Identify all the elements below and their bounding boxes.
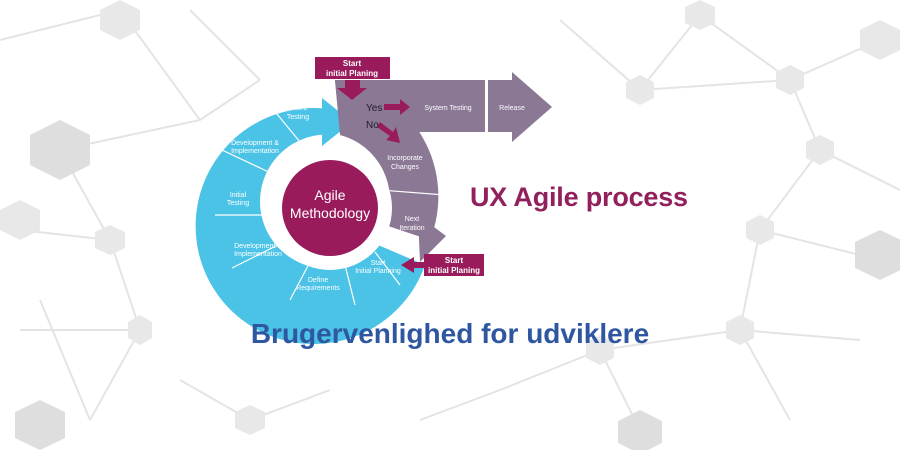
center-circle: [282, 160, 378, 256]
label-dev-impl-top-2: Implementation: [231, 148, 279, 155]
label-dev-impl-top-1: Development &: [231, 140, 279, 147]
decision-yes: Yes: [366, 103, 382, 114]
label-dev-impl-bottom-2: Implementation: [234, 251, 282, 258]
release-label: Release: [499, 105, 525, 112]
no-arrow: [377, 122, 400, 143]
tag-top-line2: initial Planing: [326, 69, 378, 78]
system-testing-label: System Testing: [424, 105, 471, 112]
headline: UX Agile process: [470, 182, 688, 212]
label-incorporate-1: Incorporate: [387, 155, 423, 162]
tag-top-line1: Start: [343, 59, 362, 68]
label-client-testing-1: Client: [289, 105, 307, 112]
tag-bottom: Start initial Planing: [401, 254, 484, 276]
label-initial-testing-2: Testing: [227, 200, 249, 207]
label-dev-impl-bottom-1: Development &: [234, 243, 282, 250]
cycle-arrowhead-cyan: [322, 98, 352, 146]
tag-bottom-box: [424, 254, 484, 276]
tag-bottom-arrow: [401, 257, 424, 273]
label-define-req-1: Define: [308, 277, 328, 284]
cycle-arrowhead-purple: [418, 215, 446, 262]
center-label-line2: Methodology: [290, 205, 370, 221]
label-next-iteration-1: Next: [405, 216, 419, 223]
label-start-planning-1: Start: [371, 260, 386, 267]
decision-no: No: [366, 120, 379, 131]
cycle-ring-cyan: [195, 108, 425, 345]
label-incorporate-2: Changes: [391, 164, 420, 171]
tag-top-box: [315, 57, 390, 79]
label-define-req-2: Requirements: [296, 285, 340, 292]
yes-arrow: [384, 99, 410, 115]
label-initial-testing-1: Initial: [230, 192, 247, 199]
tag-bottom-line2: initial Planing: [428, 266, 480, 275]
label-client-testing-2: Testing: [287, 114, 309, 121]
tag-bottom-line1: Start: [445, 256, 464, 265]
system-testing-block: [335, 80, 485, 132]
release-arrow: [488, 72, 552, 142]
label-next-iteration-2: Iteration: [399, 225, 424, 232]
subtitle: Brugervenlighed for udviklere: [250, 318, 650, 349]
tag-top-arrow: [337, 80, 367, 100]
release-flow: System Testing Release Yes No: [335, 72, 552, 143]
center-label-line1: Agile: [314, 187, 345, 203]
cycle-labels: Client Testing Development & Implementat…: [227, 105, 425, 292]
tag-top: Start initial Planing: [315, 57, 390, 100]
label-start-planning-2: Initial Planning: [355, 268, 401, 275]
